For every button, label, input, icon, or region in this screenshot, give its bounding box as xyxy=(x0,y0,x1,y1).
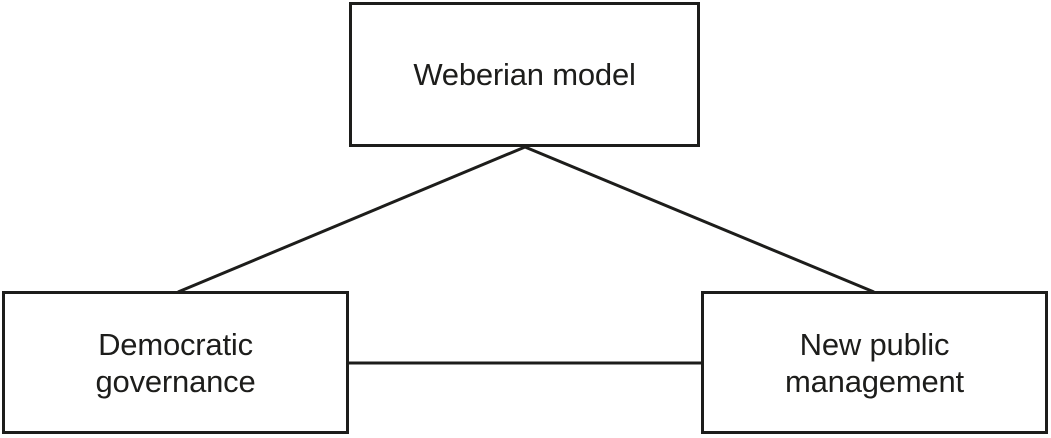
node-new-public-management: New public management xyxy=(701,291,1048,434)
node-new-public-management-label: New public management xyxy=(785,326,964,399)
node-democratic-governance: Democratic governance xyxy=(2,291,349,434)
node-weberian-model: Weberian model xyxy=(349,2,700,147)
node-weberian-model-label: Weberian model xyxy=(413,57,636,92)
connector-weberian-to-npm xyxy=(524,145,875,294)
connector-weberian-to-democratic xyxy=(177,145,526,294)
node-democratic-governance-label: Democratic governance xyxy=(95,326,256,399)
